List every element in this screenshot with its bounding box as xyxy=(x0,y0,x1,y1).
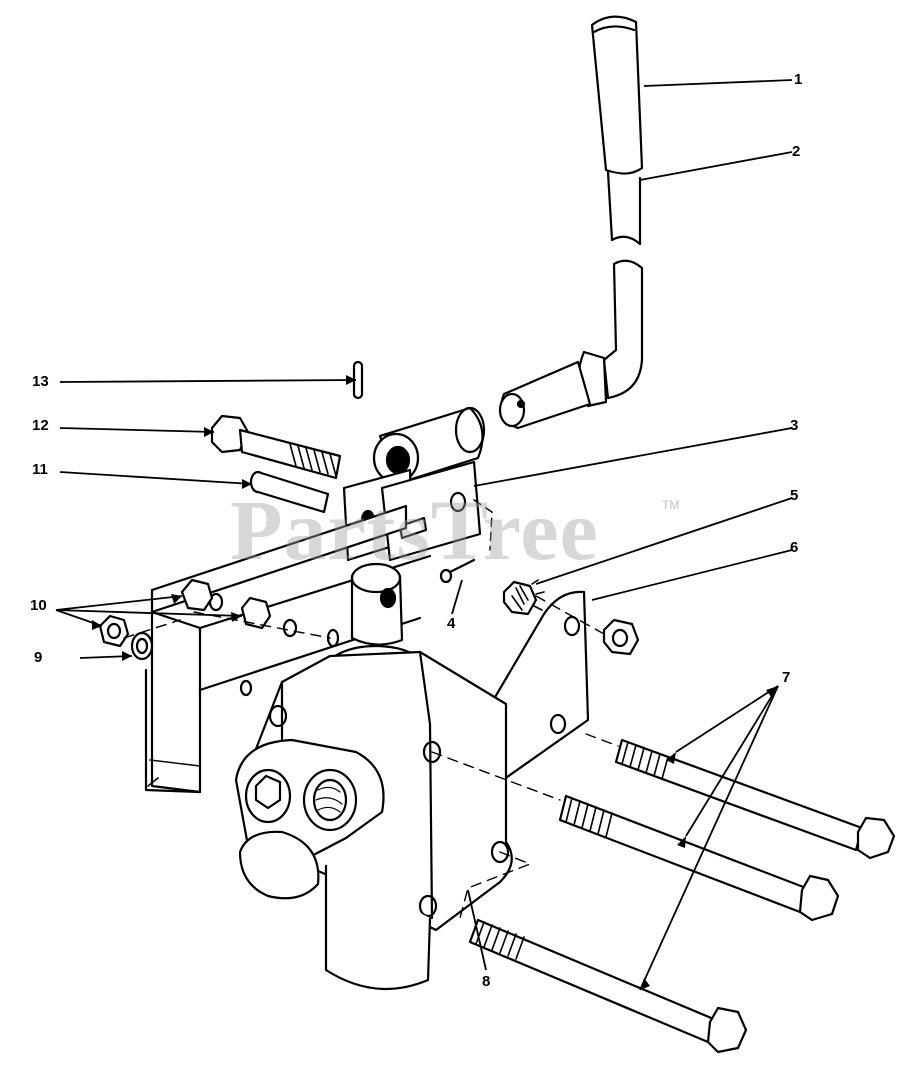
handle-rod-lower xyxy=(498,259,644,430)
valve-bolt-middle xyxy=(558,794,840,922)
handle-rod-upper xyxy=(606,170,642,246)
valve-bolt-upper xyxy=(614,738,896,860)
callout-13: 13 xyxy=(32,373,49,390)
watermark-trademark: TM xyxy=(662,498,680,512)
lock-washer xyxy=(130,631,154,661)
valve-bolt-lower xyxy=(468,918,748,1054)
handle-grip xyxy=(590,15,644,175)
watermark-text: PartsTree xyxy=(230,482,599,578)
callout-5: 5 xyxy=(790,487,799,504)
mounting-channel xyxy=(144,504,432,794)
serrated-lock-nut xyxy=(502,579,545,616)
callout-10: 10 xyxy=(30,597,47,614)
callout-2: 2 xyxy=(792,143,801,160)
callout-4: 4 xyxy=(447,615,456,632)
leader-lines xyxy=(55,79,793,991)
callout-7: 7 xyxy=(782,669,791,686)
callout-11: 11 xyxy=(32,461,48,478)
callout-6: 6 xyxy=(790,539,799,556)
castle-nuts xyxy=(98,578,272,648)
callout-12: 12 xyxy=(32,417,49,434)
callout-9: 9 xyxy=(34,649,43,666)
leader-arrowheads xyxy=(92,375,778,990)
port-block xyxy=(234,738,385,900)
callout-8: 8 xyxy=(482,973,491,990)
callout-3: 3 xyxy=(790,417,799,434)
flange-nut xyxy=(602,618,640,656)
pivot-bolt xyxy=(210,414,342,480)
assembly-centerlines xyxy=(123,595,619,919)
clevis-pin xyxy=(249,470,330,514)
cotter-pin xyxy=(439,558,476,584)
callout-1: 1 xyxy=(794,71,803,88)
